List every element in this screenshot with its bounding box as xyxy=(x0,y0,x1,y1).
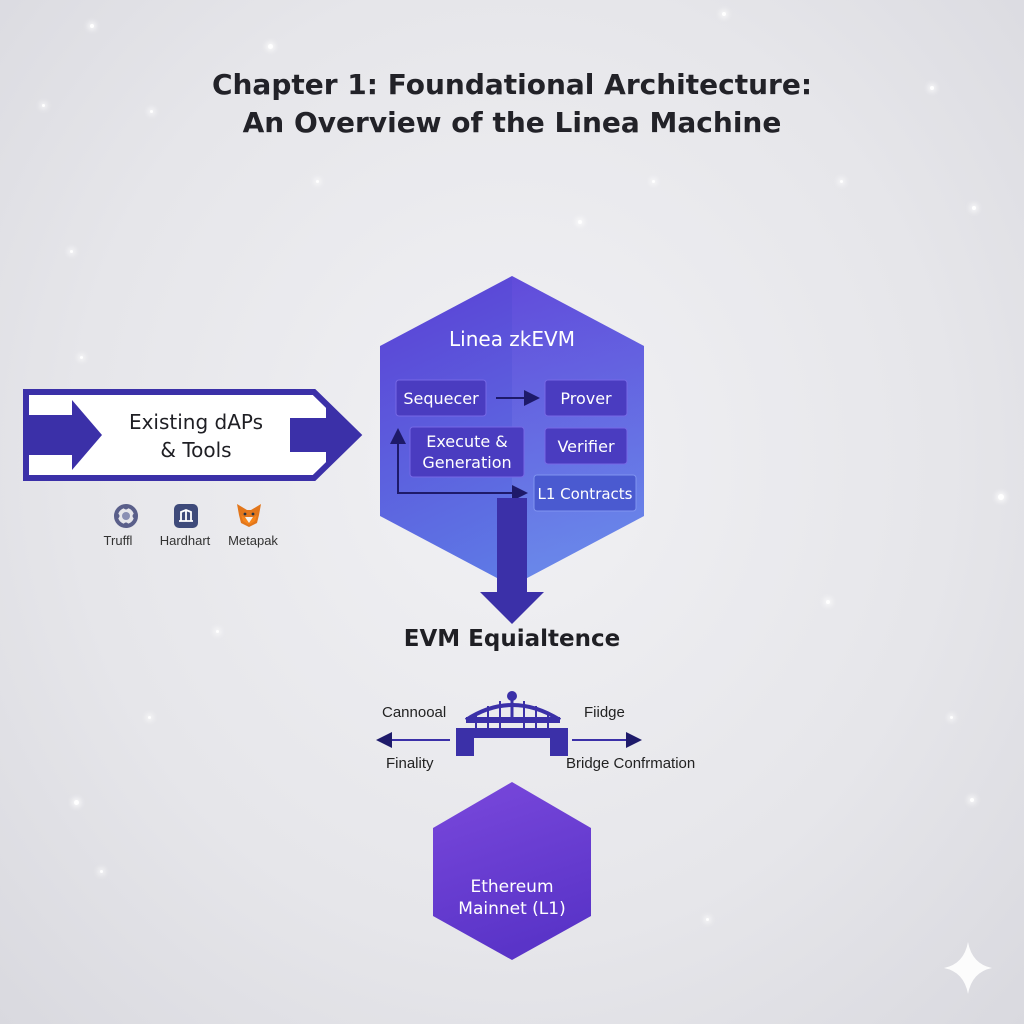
execute-to-l1-contracts-arrow xyxy=(397,432,528,501)
ethereum-mainnet-label: Ethereum Mainnet (L1) xyxy=(433,876,591,920)
inner-arrow-right xyxy=(290,404,358,466)
existing-tools-arrow xyxy=(23,389,363,481)
star xyxy=(74,800,79,805)
evm-equivalence-label: EVM Equialtence xyxy=(403,626,621,652)
tool-name-metamask: Metapak xyxy=(228,533,278,548)
bridge-icon xyxy=(456,691,568,756)
star xyxy=(268,44,273,49)
existing-tools-label: Existing dAPs & Tools xyxy=(112,408,280,464)
star xyxy=(150,110,153,113)
title-line-2: An Overview of the Linea Machine xyxy=(242,106,782,139)
title-line-1: Chapter 1: Foundational Architecture: xyxy=(211,68,813,101)
truffle-icon xyxy=(113,503,139,529)
star xyxy=(80,356,83,359)
verifier-box xyxy=(544,427,628,465)
star xyxy=(970,798,974,802)
star xyxy=(148,716,151,719)
star xyxy=(652,180,655,183)
star xyxy=(840,180,843,183)
zkevm-title: Linea zkEVM xyxy=(449,327,575,351)
star xyxy=(70,250,73,253)
l1-contracts-box xyxy=(533,474,637,512)
execute-generation-box xyxy=(409,426,525,478)
star xyxy=(972,206,976,210)
star xyxy=(578,220,582,224)
sequencer-box xyxy=(395,379,487,417)
page-title: Chapter 1: Foundational Architecture: An… xyxy=(0,66,1024,142)
star xyxy=(950,716,953,719)
execute-generation-label: Execute & Generation xyxy=(410,431,524,473)
mainnet-line-1: Ethereum xyxy=(470,877,554,897)
sparkle-icon xyxy=(944,942,992,994)
down-arrow xyxy=(480,498,544,624)
star xyxy=(90,24,94,28)
metamask-fox-icon xyxy=(235,501,261,527)
star xyxy=(42,104,45,107)
star xyxy=(316,180,319,183)
hardhat-icon xyxy=(173,503,199,529)
execute-line-1: Execute & xyxy=(426,432,508,451)
l1-contracts-label: L1 Contracts xyxy=(537,485,633,503)
bridge-right-bottom-label: Bridge Confrmation xyxy=(566,755,696,772)
execute-line-2: Generation xyxy=(422,453,512,472)
existing-tools-line-1: Existing dAPs xyxy=(128,410,264,434)
star xyxy=(100,870,103,873)
bridge-left-top-label: Cannooal xyxy=(382,704,447,721)
star xyxy=(826,600,830,604)
ethereum-mainnet-hexagon xyxy=(433,782,591,960)
sequencer-label: Sequecer xyxy=(403,389,479,408)
inner-arrow-left xyxy=(26,400,102,470)
star xyxy=(216,630,219,633)
prover-box xyxy=(544,379,628,417)
bridge-right-top-label: Fiidge xyxy=(584,704,625,721)
star xyxy=(930,86,934,90)
prover-label: Prover xyxy=(560,389,612,408)
bridge-left-bottom-label: Finality xyxy=(386,755,434,772)
verifier-label: Verifier xyxy=(557,437,615,456)
tool-name-hardhat: Hardhart xyxy=(159,533,211,548)
existing-tools-line-2: & Tools xyxy=(160,438,232,462)
star xyxy=(706,918,709,921)
mainnet-line-2: Mainnet (L1) xyxy=(458,899,566,919)
star xyxy=(722,12,726,16)
star xyxy=(998,494,1004,500)
tool-name-truffle: Truffl xyxy=(103,533,133,548)
